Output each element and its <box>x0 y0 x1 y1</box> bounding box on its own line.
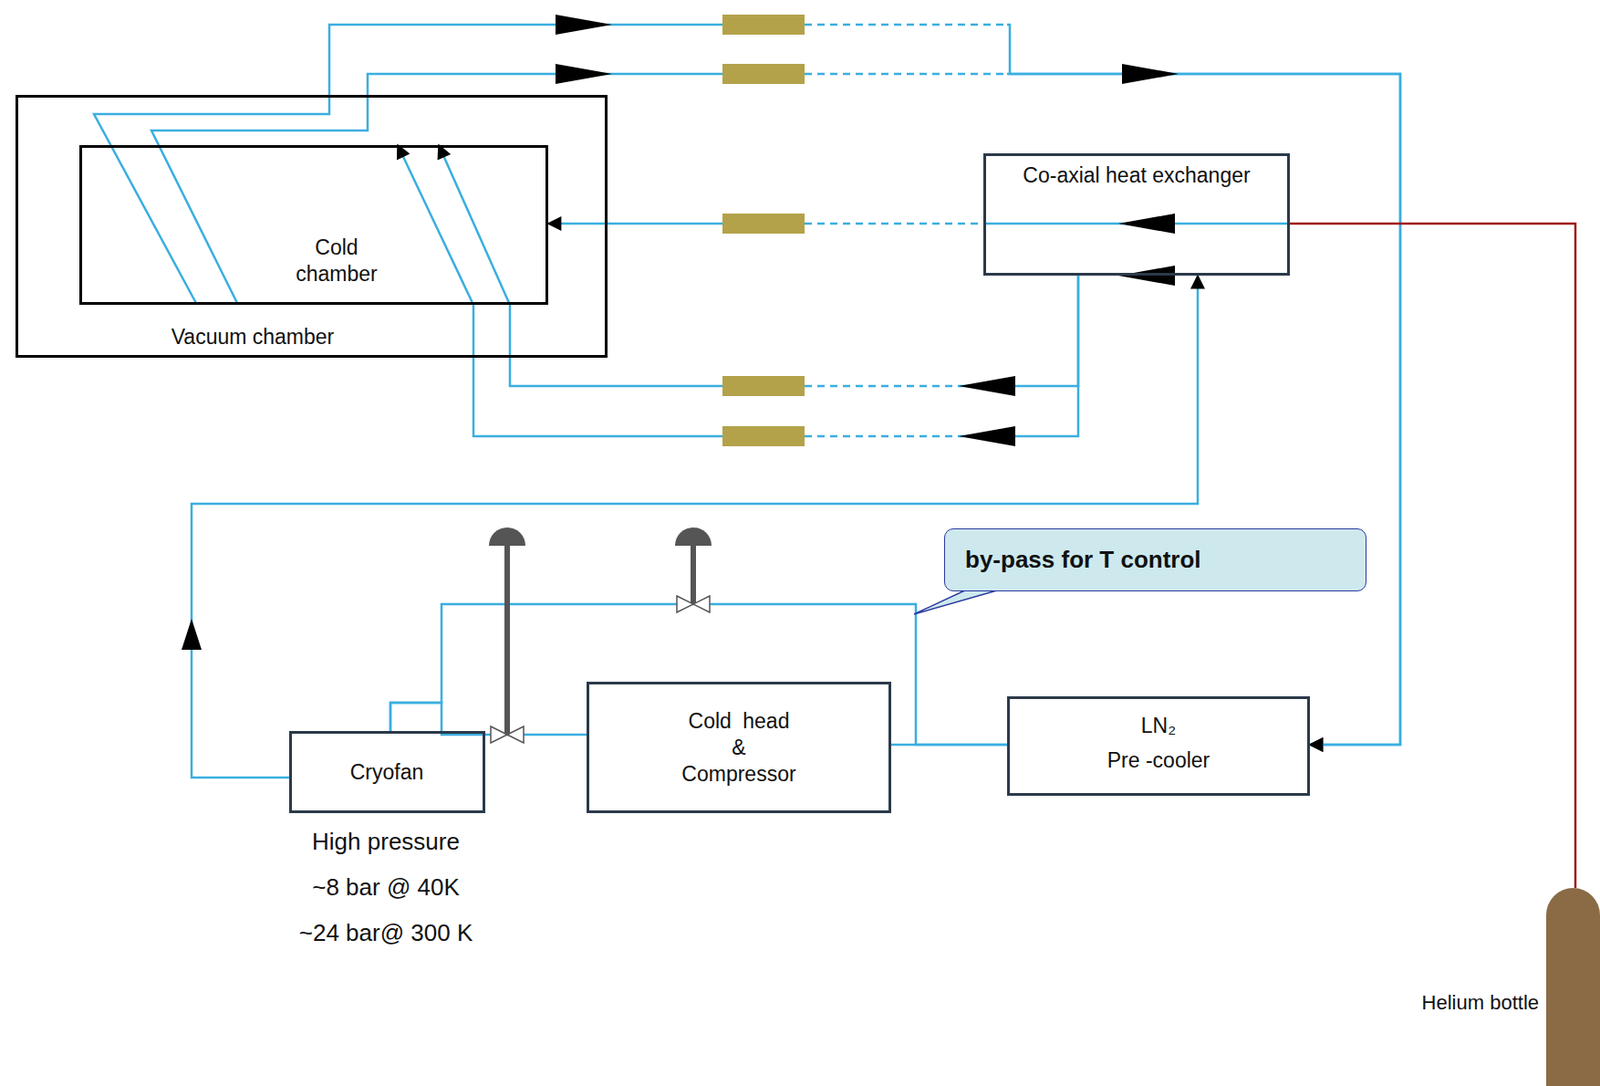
feedthrough <box>722 213 805 234</box>
callout-tail <box>914 588 1004 614</box>
feedthrough <box>722 425 805 447</box>
pressure-note: High pressure <box>249 818 523 864</box>
node-label: Co-axial heat exchanger <box>990 162 1283 189</box>
dashed-pipe <box>804 384 958 388</box>
valve-symbol <box>490 726 524 743</box>
vacuum-chamber-box: Vacuum chamber Cold chamber <box>15 94 608 358</box>
pipe-connector <box>93 24 1401 745</box>
cryofan-box: Cryofan <box>289 730 486 813</box>
node-label: Cryofan <box>300 758 474 786</box>
flow-arrow <box>958 375 1016 396</box>
flow-arrow <box>555 63 613 84</box>
pipe-connector <box>438 145 1079 386</box>
dashed-pipe <box>804 23 1008 27</box>
pipe-connector <box>390 702 587 735</box>
pressure-note: ~24 bar@ 300 K <box>249 909 523 956</box>
valve-symbol <box>676 595 710 613</box>
flow-arrow <box>1118 213 1175 234</box>
dashed-pipe <box>804 72 1008 76</box>
pipe-connector <box>397 145 1079 437</box>
pipe-connector <box>191 275 1198 778</box>
pipe-connector <box>151 73 1401 745</box>
node-label: Pre -cooler <box>1067 747 1250 774</box>
dashed-pipe <box>804 435 958 438</box>
node-label: Cold head & Compressor <box>679 707 799 787</box>
node-label: Vacuum chamber <box>124 323 381 351</box>
flow-arrow <box>1122 63 1179 84</box>
valve-actuator <box>488 527 526 546</box>
pressure-note: ~8 bar @ 40K <box>249 863 523 910</box>
callout-note: by-pass for T control <box>944 528 1367 592</box>
node-label: Helium bottle <box>1422 989 1539 1016</box>
valve-stem <box>504 545 510 735</box>
flow-arrow <box>1118 265 1175 286</box>
dash-mask <box>804 383 958 389</box>
flow-arrow <box>958 425 1016 447</box>
node-label: LN₂ <box>1067 712 1250 739</box>
feedthrough <box>722 375 805 396</box>
dash-mask <box>804 21 1008 28</box>
cold-head-box: Cold head & Compressor <box>586 681 892 813</box>
feedthrough <box>722 63 805 84</box>
flow-arrow <box>181 618 202 650</box>
node-label: Cold chamber <box>286 234 387 288</box>
dash-mask <box>804 220 984 227</box>
valve-stem <box>690 545 697 604</box>
heat-exchanger-box: Co-axial heat exchanger <box>983 153 1290 276</box>
cold-chamber-box: Cold chamber <box>79 145 549 305</box>
helium-bottle: Helium bottle <box>1546 887 1600 1086</box>
dash-mask <box>804 433 958 439</box>
feedthrough <box>722 14 805 35</box>
valve-actuator <box>675 527 712 546</box>
dash-mask <box>804 71 1008 77</box>
dashed-pipe <box>804 222 984 226</box>
flow-arrow <box>555 14 613 35</box>
precooler-box: LN₂ Pre -cooler <box>1007 696 1310 796</box>
